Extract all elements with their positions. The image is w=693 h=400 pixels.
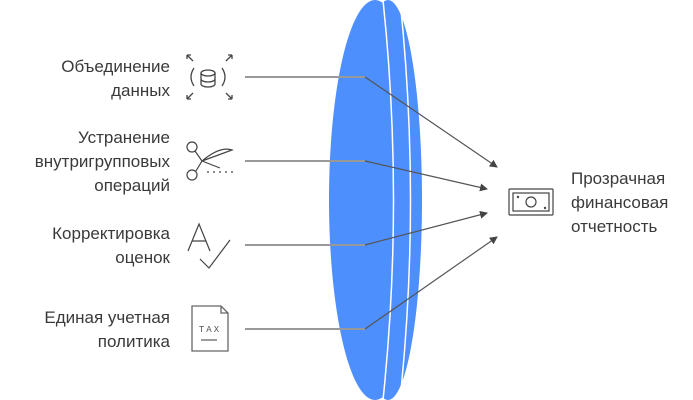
label-line: данных — [111, 81, 170, 100]
label-line: Единая учетная — [44, 308, 170, 327]
input-label-unified-policy: Единая учетная политика — [44, 306, 170, 354]
label-line: Устранение — [77, 128, 170, 147]
scissors-icon — [186, 141, 234, 181]
label-line: Прозрачная — [571, 169, 666, 188]
spell-check-icon — [187, 222, 231, 269]
input-label-data-consolidation: Объединение данных — [61, 55, 170, 103]
database-expand-icon — [186, 54, 233, 100]
output-label: Прозрачная финансовая отчетность — [571, 167, 668, 239]
input-label-estimate-adjustment: Корректировка оценок — [52, 222, 170, 270]
label-line: отчетность — [571, 217, 658, 236]
connector-lines — [245, 76, 498, 330]
tax-text: TAX — [199, 325, 221, 335]
label-line: внутригрупповых — [34, 152, 170, 171]
lens — [329, 0, 422, 400]
tax-document-icon — [191, 305, 229, 352]
input-label-intragroup-elimination: Устранение внутригрупповых операций — [35, 126, 170, 198]
banknote-icon — [508, 188, 554, 216]
label-line: Корректировка — [52, 224, 170, 243]
label-line: оценок — [115, 248, 170, 267]
label-line: Объединение — [61, 57, 170, 76]
label-line: финансовая — [571, 193, 669, 212]
label-line: операций — [94, 176, 170, 195]
label-line: политика — [97, 332, 170, 351]
